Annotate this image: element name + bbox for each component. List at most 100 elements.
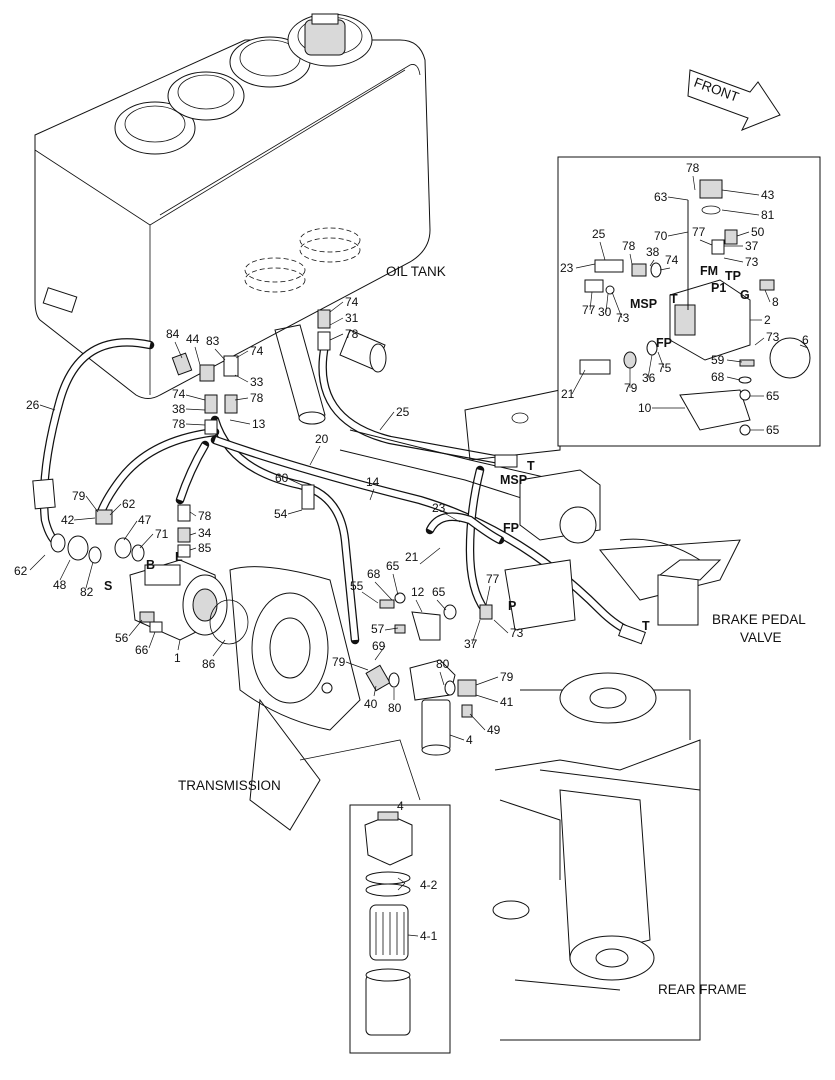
callout: 73 [766,330,780,344]
callout: 38 [646,245,660,259]
callout: 65 [766,389,780,403]
port-g: G [740,288,750,302]
callout: 85 [198,541,212,555]
callout: 74 [250,344,264,358]
callout: 31 [345,311,359,325]
callout: 23 [560,261,574,275]
callout: 38 [172,402,186,416]
callout: 13 [252,417,266,431]
callout: 37 [745,239,759,253]
callout: 12 [411,585,425,599]
callout: 65 [766,423,780,437]
callout: 30 [598,305,612,319]
hose-23 [425,512,505,545]
callout: 6 [802,333,809,347]
callout: 10 [638,401,652,415]
callout: 82 [80,585,94,599]
callout: 79 [500,670,514,684]
callout: 1 [174,651,181,665]
callout: 78 [198,509,212,523]
callout: 65 [432,585,446,599]
callout: 65 [386,559,400,573]
callout: 25 [396,405,410,419]
callouts-main: 74 31 78 84 44 83 74 33 78 74 38 78 13 2… [14,295,524,747]
callout: 81 [761,208,775,222]
callout: 55 [350,579,364,593]
oil-tank-label: OIL TANK [386,264,446,279]
port-l: L [175,550,183,564]
callout: 62 [14,564,28,578]
oil-tank [34,13,431,425]
port-tp: TP [725,269,741,283]
callout: 86 [202,657,216,671]
port-p: P [508,599,516,613]
brake-pedal-valve-label-1: BRAKE PEDAL [712,612,806,627]
callout: 59 [711,353,725,367]
filter-detail-label-seal: 4-2 [420,878,438,892]
port-t-brake: T [642,619,650,633]
callout: 40 [364,697,378,711]
valve-detail-inset [557,156,821,447]
callout: 74 [172,387,186,401]
hose-21 [465,465,490,615]
filter-detail-label-element: 4-1 [420,929,438,943]
port-fp-inset: FP [656,336,672,350]
callout: 25 [592,227,606,241]
callout: 14 [366,475,380,489]
callout: 74 [345,295,359,309]
port-s: S [104,579,112,593]
fittings [50,309,646,718]
hose-25 [318,340,505,465]
filter-detail-title: 4 [397,799,404,813]
callout: 80 [436,657,450,671]
callout: 26 [26,398,40,412]
hose-26 [32,338,155,550]
callout: 73 [745,255,759,269]
callout: 68 [711,370,725,384]
callout: 78 [172,417,186,431]
return-filter [409,659,456,756]
callout: 21 [561,387,575,401]
callout: 73 [510,626,524,640]
callout: 41 [500,695,514,709]
front-arrow-icon: FRONT [687,69,781,131]
callout: 42 [61,513,75,527]
callout: 21 [405,550,419,564]
callout: 77 [486,572,500,586]
callout: 23 [432,501,446,515]
callout: 34 [198,526,212,540]
callout: 75 [658,361,672,375]
port-msp: MSP [500,473,527,487]
port-t: T [527,459,535,473]
callout: 69 [372,639,386,653]
port-fp: FP [503,521,519,535]
callout: 80 [388,701,402,715]
callout: 79 [332,655,346,669]
callout: 48 [53,578,67,592]
callout: 56 [115,631,129,645]
callout: 70 [654,229,668,243]
callout: 68 [367,567,381,581]
port-t-inset: T [670,292,678,306]
callout: 37 [464,637,478,651]
filter-detail-inset [349,804,451,1054]
callout: 54 [274,507,288,521]
callout: 57 [371,622,385,636]
callout: 33 [250,375,264,389]
callout: 47 [138,513,152,527]
callout: 79 [72,489,86,503]
callout: 50 [751,225,765,239]
callout: 74 [665,253,679,267]
callout: 73 [616,311,630,325]
callout: 77 [692,225,706,239]
transmission-label: TRANSMISSION [178,778,281,793]
port-p1: P1 [711,281,726,295]
callout: 20 [315,432,329,446]
callout: 78 [622,239,636,253]
port-fm: FM [700,264,718,278]
callout: 2 [764,313,771,327]
leader-lines [29,175,809,937]
callout: 78 [686,161,700,175]
callout: 44 [186,332,200,346]
